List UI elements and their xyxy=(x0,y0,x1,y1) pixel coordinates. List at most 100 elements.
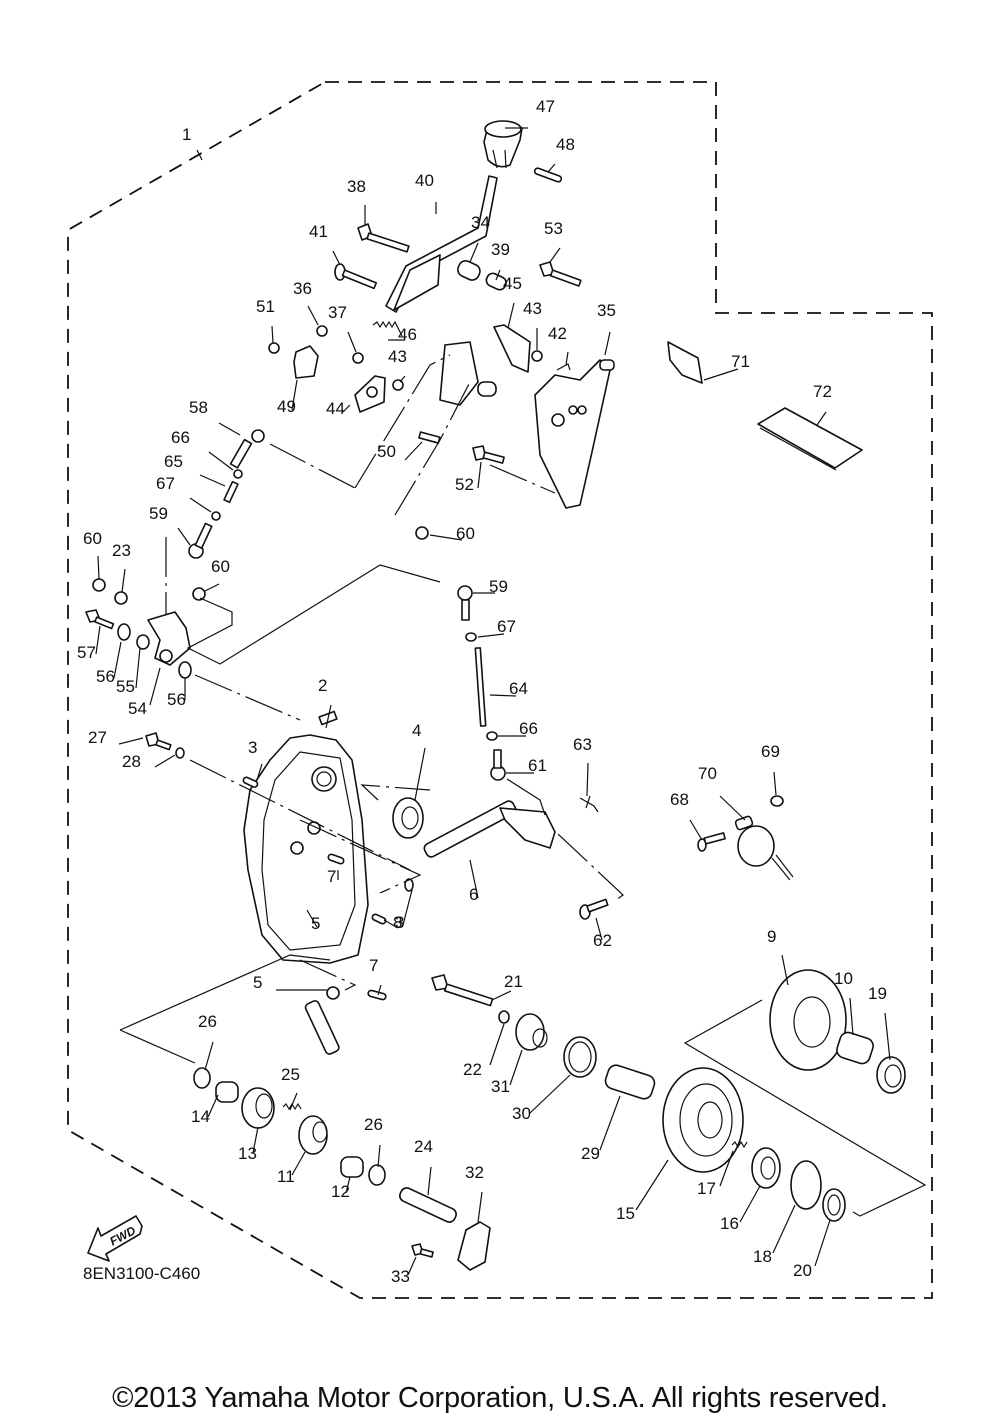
leader-line-27 xyxy=(118,737,144,745)
bearing-12 xyxy=(340,1156,364,1178)
bracket-assembly-35 xyxy=(534,359,615,509)
callout-69: 69 xyxy=(761,742,780,761)
bolt-41 xyxy=(334,263,378,290)
washer-20 xyxy=(822,1188,846,1222)
leader-line-25 xyxy=(289,1092,298,1111)
nut-51 xyxy=(268,342,280,354)
leader-line-18 xyxy=(772,1204,796,1254)
callout-56: 56 xyxy=(167,690,186,709)
leader-line-65 xyxy=(199,474,226,487)
leader-line-64 xyxy=(489,694,517,697)
shift-shaft-6 xyxy=(423,800,556,858)
leader-line-20 xyxy=(814,1219,831,1267)
bolt-52 xyxy=(472,445,505,464)
callout-11: 11 xyxy=(277,1167,295,1186)
bolt-38 xyxy=(357,223,410,253)
leader-line-59 xyxy=(177,527,191,546)
shift-lever-40 xyxy=(385,175,498,313)
bracket-45 xyxy=(493,324,531,373)
leader-line-28 xyxy=(154,754,176,768)
callout-48: 48 xyxy=(556,135,575,154)
nut-69 xyxy=(770,795,784,807)
callout-20: 20 xyxy=(793,1261,812,1280)
leader-line-6 xyxy=(469,859,479,899)
bolt-33 xyxy=(411,1243,434,1258)
leader-line-53 xyxy=(549,247,561,263)
assembly-boundary xyxy=(67,81,933,1299)
spring-30 xyxy=(563,1036,597,1078)
callout-43: 43 xyxy=(523,299,542,318)
leader-line-32 xyxy=(477,1191,483,1223)
callout-5: 5 xyxy=(311,914,320,933)
callout-61: 61 xyxy=(528,756,547,775)
leader-line-72 xyxy=(816,411,827,426)
washer-26b xyxy=(368,1164,386,1186)
callout-13: 13 xyxy=(238,1144,257,1163)
nut-60c xyxy=(415,526,429,540)
ratchet-wheel-15 xyxy=(662,1067,744,1173)
leader-line-43 xyxy=(399,375,406,383)
gear-9 xyxy=(769,969,847,1071)
sleeve-29 xyxy=(604,1064,656,1100)
leader-line-3 xyxy=(383,919,399,929)
callout-7: 7 xyxy=(327,867,336,886)
leader-line-16 xyxy=(739,1185,761,1223)
leader-line-30 xyxy=(529,1074,571,1114)
leader-line-70 xyxy=(719,795,746,821)
callout-56: 56 xyxy=(96,667,115,686)
bolt-21 xyxy=(431,974,494,1007)
sensor-70 xyxy=(734,815,794,881)
bolt-68 xyxy=(697,832,726,852)
callout-14: 14 xyxy=(191,1107,210,1126)
callout-60: 60 xyxy=(83,529,102,548)
leader-line-21 xyxy=(491,990,512,1001)
leader-line-62 xyxy=(595,917,603,941)
leader-line-10 xyxy=(849,997,854,1036)
leader-line-26 xyxy=(377,1144,381,1168)
leader-line-45 xyxy=(507,302,515,329)
callout-66: 66 xyxy=(519,719,538,738)
callout-58: 58 xyxy=(189,398,208,417)
leader-line-50 xyxy=(404,441,423,461)
leader-line-60 xyxy=(204,583,220,592)
bolt-57 xyxy=(85,609,115,630)
callout-24: 24 xyxy=(414,1137,433,1156)
callout-63: 63 xyxy=(573,735,592,754)
bolt-27 xyxy=(145,732,172,751)
label-72 xyxy=(757,407,863,471)
nut-43a xyxy=(392,379,404,391)
rod-end-61 xyxy=(490,749,506,781)
leader-line-14 xyxy=(207,1094,219,1118)
callout-64: 64 xyxy=(509,679,528,698)
washer-22 xyxy=(498,1010,510,1024)
washer-26a xyxy=(193,1067,211,1089)
callout-34: 34 xyxy=(471,213,490,232)
leader-line-4 xyxy=(414,747,426,801)
bearing-10 xyxy=(836,1031,874,1065)
bearing-14 xyxy=(215,1081,239,1103)
leader-line-57 xyxy=(95,625,101,655)
leader-line-36 xyxy=(307,305,319,326)
nut-43b xyxy=(531,350,543,362)
callout-3: 3 xyxy=(395,913,404,932)
callout-45: 45 xyxy=(503,274,522,293)
leader-line-5 xyxy=(306,909,318,928)
callout-22: 22 xyxy=(463,1060,482,1079)
shift-shaft-bracket xyxy=(439,341,497,406)
parts-diagram: 1 xyxy=(67,81,933,1299)
leader-line-66 xyxy=(208,451,234,471)
callout-42: 42 xyxy=(548,324,567,343)
gear-13 xyxy=(241,1087,275,1129)
copyright-notice: ©2013 Yamaha Motor Corporation, U.S.A. A… xyxy=(112,1382,888,1414)
circlip-18 xyxy=(790,1160,822,1210)
callout-36: 36 xyxy=(293,279,312,298)
crankcase-cover-2 xyxy=(243,710,369,964)
callout-66: 66 xyxy=(171,428,190,447)
conrod-5b xyxy=(304,986,340,1055)
lever-54 xyxy=(147,611,191,666)
dowel-3a xyxy=(242,776,259,788)
callout-62: 62 xyxy=(593,931,612,950)
callout-labels: 2334556778910111213141516171819202122232… xyxy=(77,97,891,1286)
callout-12: 12 xyxy=(331,1182,350,1201)
leader-line-11 xyxy=(291,1151,306,1176)
